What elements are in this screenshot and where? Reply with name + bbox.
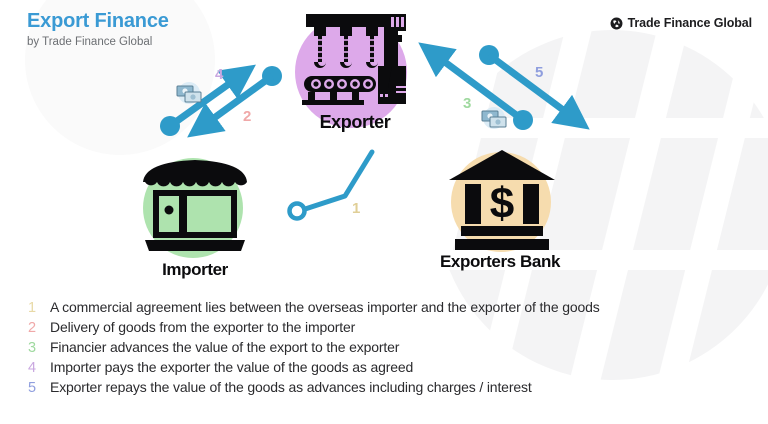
legend-item: 4 Importer pays the exporter the value o… [28, 357, 728, 377]
flow-number-1: 1 [352, 200, 361, 217]
brand-logo: Trade Finance Global [610, 16, 752, 30]
storefront-icon [143, 160, 247, 251]
flow-number-4: 4 [215, 66, 224, 83]
legend-item: 5 Exporter repays the value of the goods… [28, 377, 728, 397]
legend-number: 3 [28, 340, 37, 356]
globe-icon [610, 17, 623, 29]
legend-number: 5 [28, 380, 37, 396]
flow-number-2: 2 [243, 108, 252, 125]
legend-number: 4 [28, 360, 37, 376]
exporter-label: Exporter [319, 112, 391, 132]
exporters-bank-label: Exporters Bank [439, 252, 561, 271]
importer-label: Importer [162, 260, 228, 279]
page-subtitle: by Trade Finance Global [27, 36, 153, 48]
legend-label: Importer pays the exporter the value of … [50, 359, 414, 375]
page-title: Export Finance [27, 10, 169, 32]
legend-list: 1 A commercial agreement lies between th… [28, 297, 728, 397]
bank-icon: $ [449, 150, 555, 250]
flow-number-3: 3 [463, 95, 472, 112]
legend-label: Financier advances the value of the expo… [50, 339, 400, 355]
legend-label: Exporter repays the value of the goods a… [50, 379, 532, 395]
money-icon-flow-3 [481, 107, 507, 129]
factory-icon [302, 14, 406, 105]
legend-item: 1 A commercial agreement lies between th… [28, 297, 728, 317]
legend-item: 2 Delivery of goods from the exporter to… [28, 317, 728, 337]
legend-label: A commercial agreement lies between the … [50, 299, 600, 315]
brand-name: Trade Finance Global [627, 16, 753, 30]
money-icon-flow-4 [176, 82, 202, 104]
legend-number: 1 [28, 300, 37, 316]
title-block: Export Finance by Trade Finance Global [27, 10, 347, 49]
flow-number-5: 5 [535, 64, 544, 81]
svg-text:$: $ [490, 179, 514, 228]
legend-item: 3 Financier advances the value of the ex… [28, 337, 728, 357]
legend-label: Delivery of goods from the exporter to t… [50, 319, 356, 335]
legend-number: 2 [28, 320, 37, 336]
